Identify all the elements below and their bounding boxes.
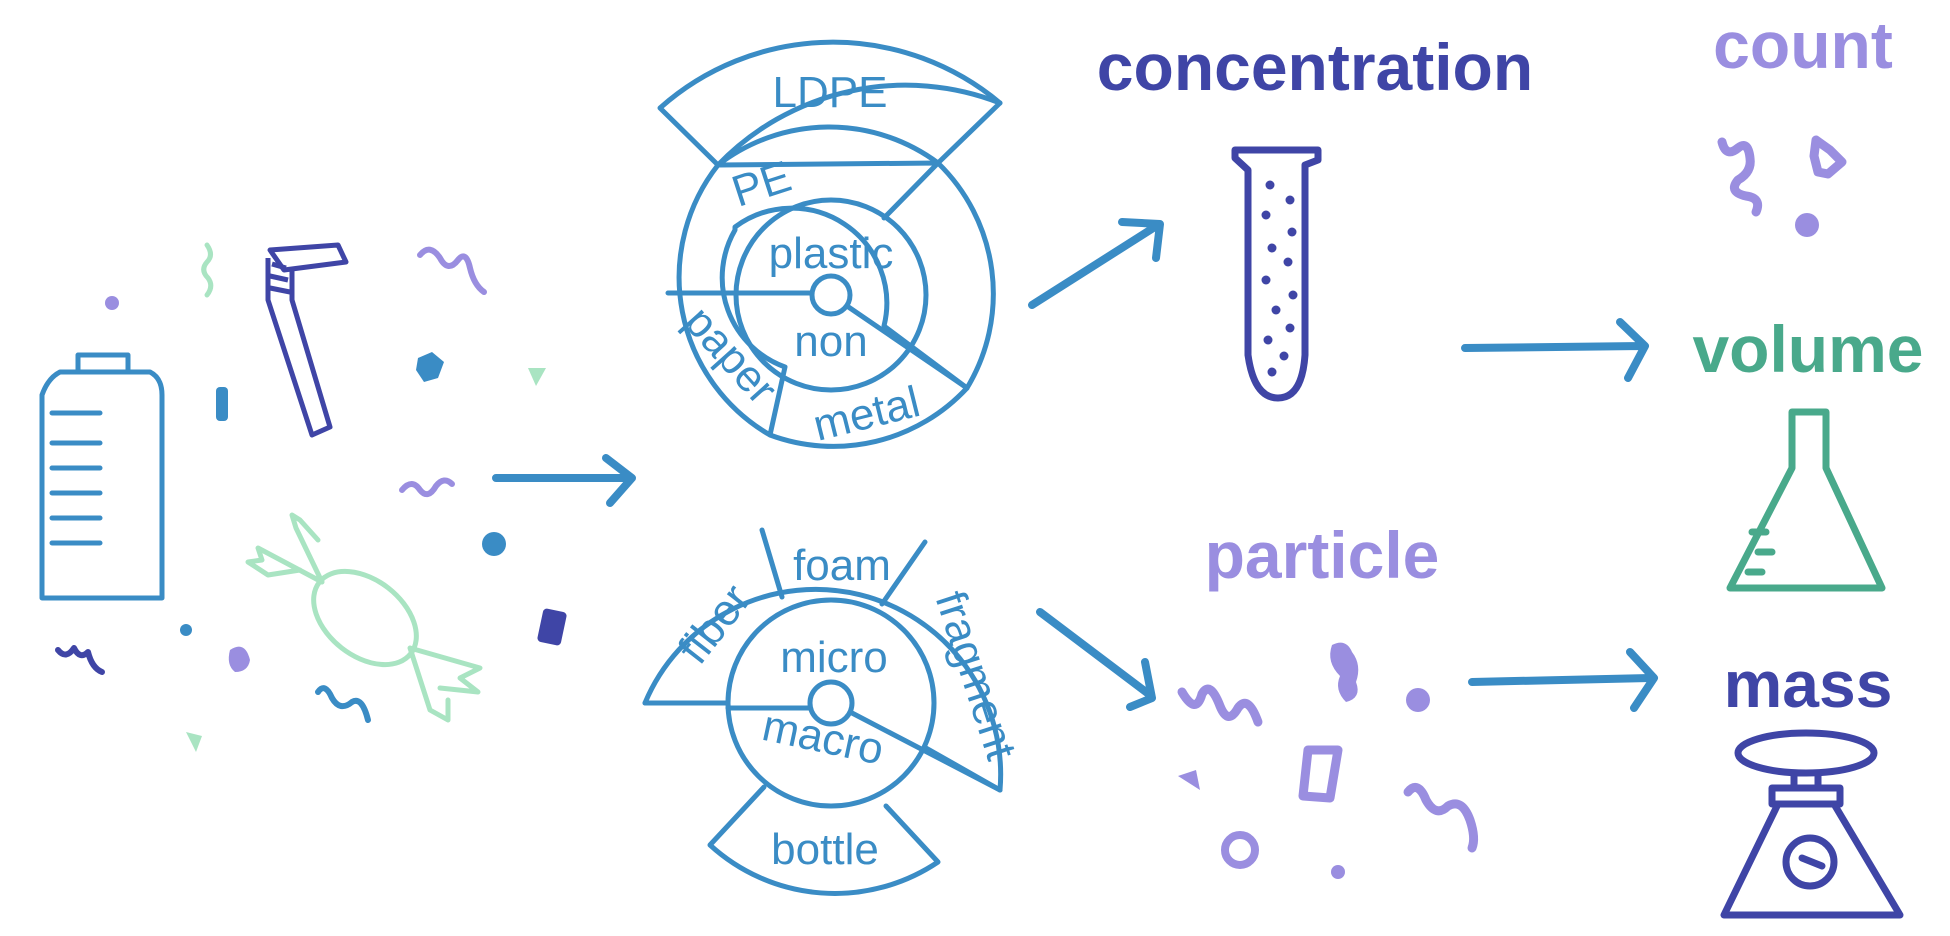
label-concentration: concentration: [1097, 30, 1533, 104]
label-particle: particle: [1205, 518, 1440, 592]
debris-particle-icon: [55, 242, 567, 752]
bottle-icon: [39, 352, 165, 601]
wheel-ring-outer-cap: [657, 39, 1003, 168]
label-micro: micro: [780, 633, 888, 682]
litter-group: [39, 242, 567, 752]
wheel-divider: [759, 527, 928, 607]
label-bottle: bottle: [771, 825, 879, 874]
wheel-hub: [807, 679, 855, 727]
wheel-ring-middle-edge: [881, 160, 941, 221]
label-ldpe: LDPE: [773, 68, 888, 117]
wheel-divider: [725, 705, 1003, 793]
wheel-ring-bottom: [707, 784, 941, 896]
scale-icon: [1720, 729, 1904, 919]
test-tube-icon: [1231, 146, 1322, 402]
arrow-to-wheels: [492, 454, 636, 507]
material-type-wheel: LDPE PE plastic non paper metal: [657, 39, 1003, 451]
arrow-to-particle: [1036, 608, 1156, 711]
wheel-divider: [665, 290, 970, 391]
label-plastic: plastic: [769, 229, 894, 278]
wheel-ring-inner: [725, 597, 937, 809]
wheel-ring-outer-edge: [767, 385, 970, 449]
candy-wrapper-icon: [245, 512, 483, 723]
straw-icon: [265, 242, 349, 438]
label-volume: volume: [1692, 312, 1923, 386]
label-macro: macro: [758, 701, 888, 774]
wheel-ring-middle: [676, 160, 996, 438]
arrow-to-mass: [1468, 648, 1658, 712]
label-fragment: fragment: [926, 585, 1026, 765]
label-fiber: fiber: [669, 575, 760, 673]
particle-debris: [1177, 642, 1479, 879]
count-debris: [1717, 135, 1847, 237]
label-count: count: [1713, 8, 1893, 82]
flask-icon: [1726, 408, 1886, 592]
label-non: non: [794, 317, 867, 366]
wheel-hub: [809, 273, 853, 317]
arrow-to-concentration: [1028, 218, 1164, 309]
wheel-ring-outer: [642, 587, 1004, 793]
label-mass: mass: [1724, 647, 1893, 721]
label-foam: foam: [793, 541, 891, 590]
arrow-to-volume: [1461, 318, 1649, 382]
item-size-wheel: fiber foam fragment micro macro bottle: [642, 527, 1026, 896]
